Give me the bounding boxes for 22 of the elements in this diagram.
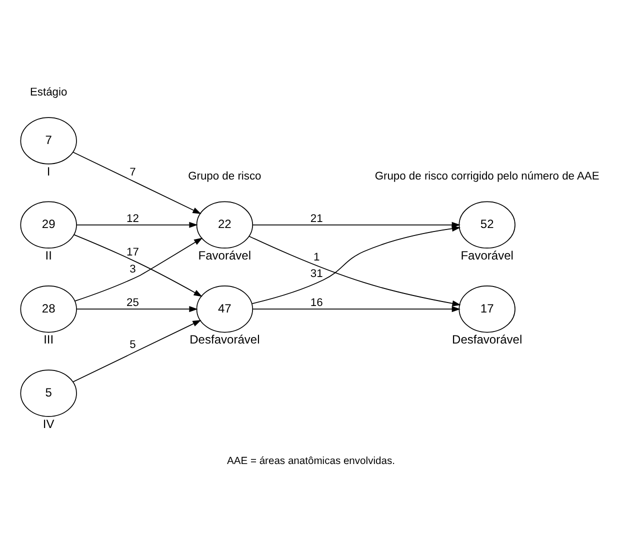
edge-label: 3 <box>130 262 136 275</box>
label: Grupo de risco corrigido pelo número de AAE <box>374 170 600 182</box>
node-label: I <box>46 164 50 178</box>
node-label: Favorável <box>198 248 252 262</box>
edge-label: 21 <box>310 212 323 224</box>
edge-label: 17 <box>126 246 139 258</box>
node-label: II <box>45 248 52 262</box>
edge-label: 16 <box>310 296 323 308</box>
label: Estágio <box>30 86 68 98</box>
edge-label: 25 <box>126 296 139 308</box>
edge-label: 31 <box>310 267 323 280</box>
caption: AAE = áreas anatômicas envolvidas. <box>227 456 395 467</box>
node-label: Favorável <box>460 248 514 262</box>
edge-label: 1 <box>313 250 320 263</box>
node-label: Desfavorável <box>190 332 260 346</box>
node-label: IV <box>42 416 54 430</box>
edge-label: 7 <box>130 166 136 178</box>
node-label: III <box>44 332 54 346</box>
node-label: Desfavorável <box>452 332 522 346</box>
edge-label: 5 <box>130 338 136 351</box>
edge-label: 12 <box>126 212 139 224</box>
label: Grupo de risco <box>188 170 262 182</box>
